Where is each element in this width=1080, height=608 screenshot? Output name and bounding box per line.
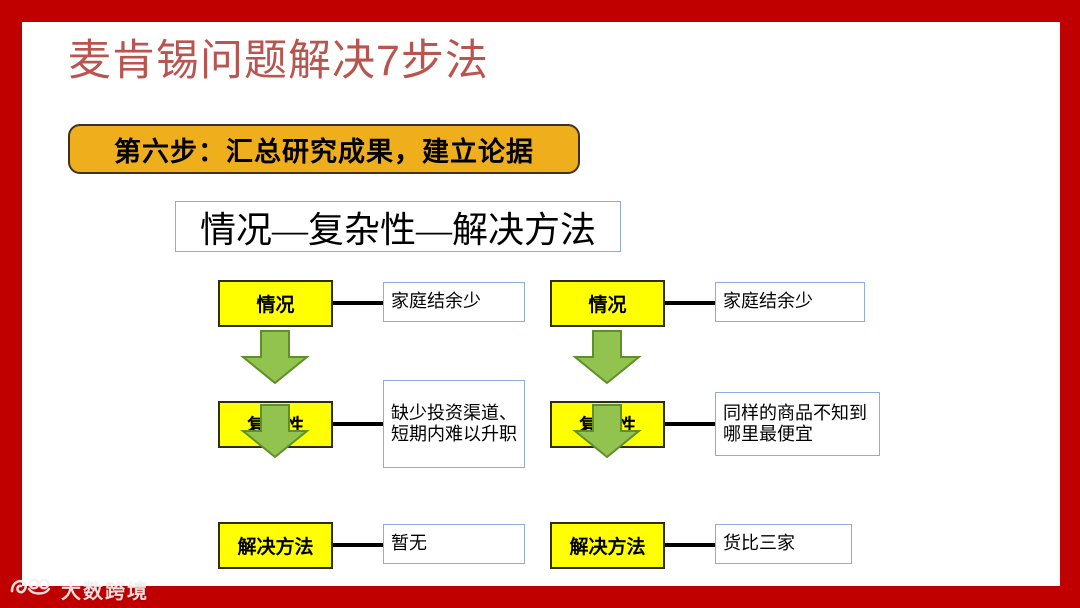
watermark: 大数跨境: [8, 575, 149, 604]
connector-line: [333, 543, 383, 547]
framework-box: 情况—复杂性—解决方法: [175, 201, 621, 252]
watermark-text: 大数跨境: [61, 581, 149, 603]
stage-label: 解决方法: [237, 537, 314, 558]
stage-label: 解决方法: [569, 537, 646, 558]
detail-label: 货比三家: [723, 533, 795, 554]
framework-label: 情况—复杂性—解决方法: [199, 209, 596, 250]
detail-box: 缺少投资渠道、短期内难以升职: [383, 380, 525, 468]
detail-box: 暂无: [383, 524, 525, 564]
step-banner: 第六步：汇总研究成果，建立论据: [68, 124, 580, 174]
detail-box: 货比三家: [715, 524, 852, 564]
slide-canvas: 麦肯锡问题解决7步法 第六步：汇总研究成果，建立论据 情况—复杂性—解决方法 情…: [22, 22, 1060, 586]
detail-box: 同样的商品不知到哪里最便宜: [715, 392, 880, 456]
stage-label: 情况: [588, 295, 627, 316]
connector-line: [333, 301, 383, 305]
detail-box: 家庭结余少: [715, 282, 865, 322]
stage-box-resolution: 解决方法: [550, 522, 665, 569]
dashu-logo-icon: [8, 575, 54, 604]
down-arrow-icon: [239, 403, 311, 459]
page-title: 麦肯锡问题解决7步法: [68, 37, 489, 85]
connector-line: [665, 422, 715, 426]
detail-label: 家庭结余少: [723, 291, 813, 312]
stage-box-resolution: 解决方法: [218, 522, 333, 569]
stage-box-situation: 情况: [550, 280, 665, 327]
connector-line: [665, 301, 715, 305]
stage-label: 情况: [256, 295, 295, 316]
connector-line: [665, 543, 715, 547]
connector-line: [333, 422, 383, 426]
step-banner-label: 第六步：汇总研究成果，建立论据: [114, 136, 534, 167]
down-arrow-icon: [571, 329, 643, 385]
detail-box: 家庭结余少: [383, 282, 525, 322]
detail-label: 缺少投资渠道、短期内难以升职: [391, 402, 517, 444]
stage-box-situation: 情况: [218, 280, 333, 327]
down-arrow-icon: [571, 403, 643, 459]
detail-label: 同样的商品不知到哪里最便宜: [723, 402, 867, 444]
detail-label: 家庭结余少: [391, 291, 481, 312]
detail-label: 暂无: [391, 533, 427, 554]
down-arrow-icon: [239, 329, 311, 385]
